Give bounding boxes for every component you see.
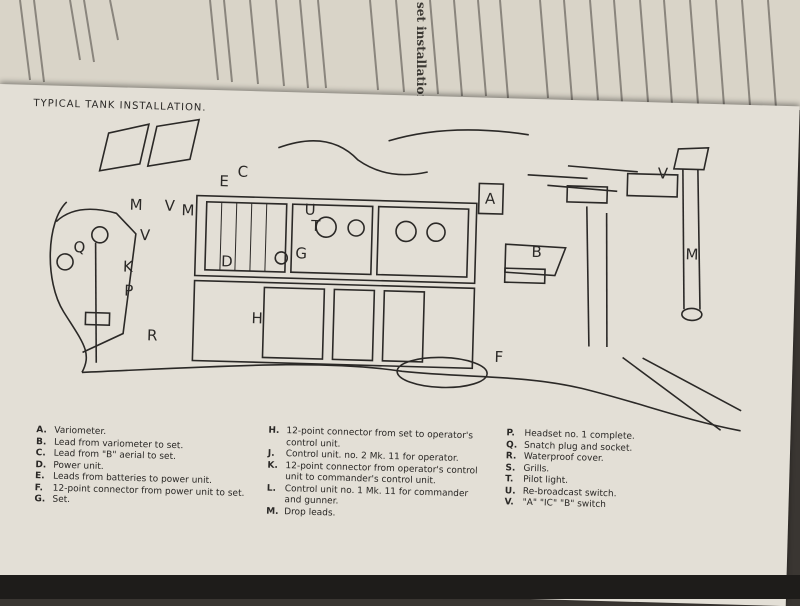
book-page: TYPICAL TANK INSTALLATION. (0, 84, 800, 606)
callout-r: T (310, 217, 321, 235)
previous-page-heading: set installation (414, 2, 428, 104)
callout-h: H (251, 309, 263, 327)
callout-m-right: M (685, 245, 698, 263)
callout-a: A (485, 190, 496, 208)
previous-page-text-lines (19, 0, 777, 109)
legend-column-2: H.12-point connector from set to operato… (266, 426, 479, 524)
callout-d: D (221, 252, 233, 270)
tank-installation-diagram: E C U T M V M V K P Q R D G H A B F V M (49, 118, 742, 432)
legend-column-1: A.Variometer. B.Lead from variometer to … (34, 425, 246, 511)
callout-g: G (295, 244, 307, 262)
page-bottom-shadow (0, 575, 800, 599)
callout-v-right: V (658, 164, 669, 182)
callout-b: B (531, 243, 542, 261)
callout-q: R (147, 326, 158, 344)
callout-s: U (304, 201, 315, 219)
callout-v: V (140, 226, 151, 244)
callout-c: C (237, 163, 248, 181)
callout-u: M (129, 196, 142, 214)
legend-column-3: P.Headset no. 1 complete. Q.Snatch plug … (504, 428, 635, 512)
callout-j: K (123, 258, 134, 276)
callout-f: E (219, 172, 229, 190)
callout-t: V (164, 197, 175, 215)
callout-m: P (124, 282, 134, 300)
callout-p: Q (73, 238, 85, 256)
callout-k: M (181, 201, 194, 219)
callout-e: F (494, 348, 503, 366)
